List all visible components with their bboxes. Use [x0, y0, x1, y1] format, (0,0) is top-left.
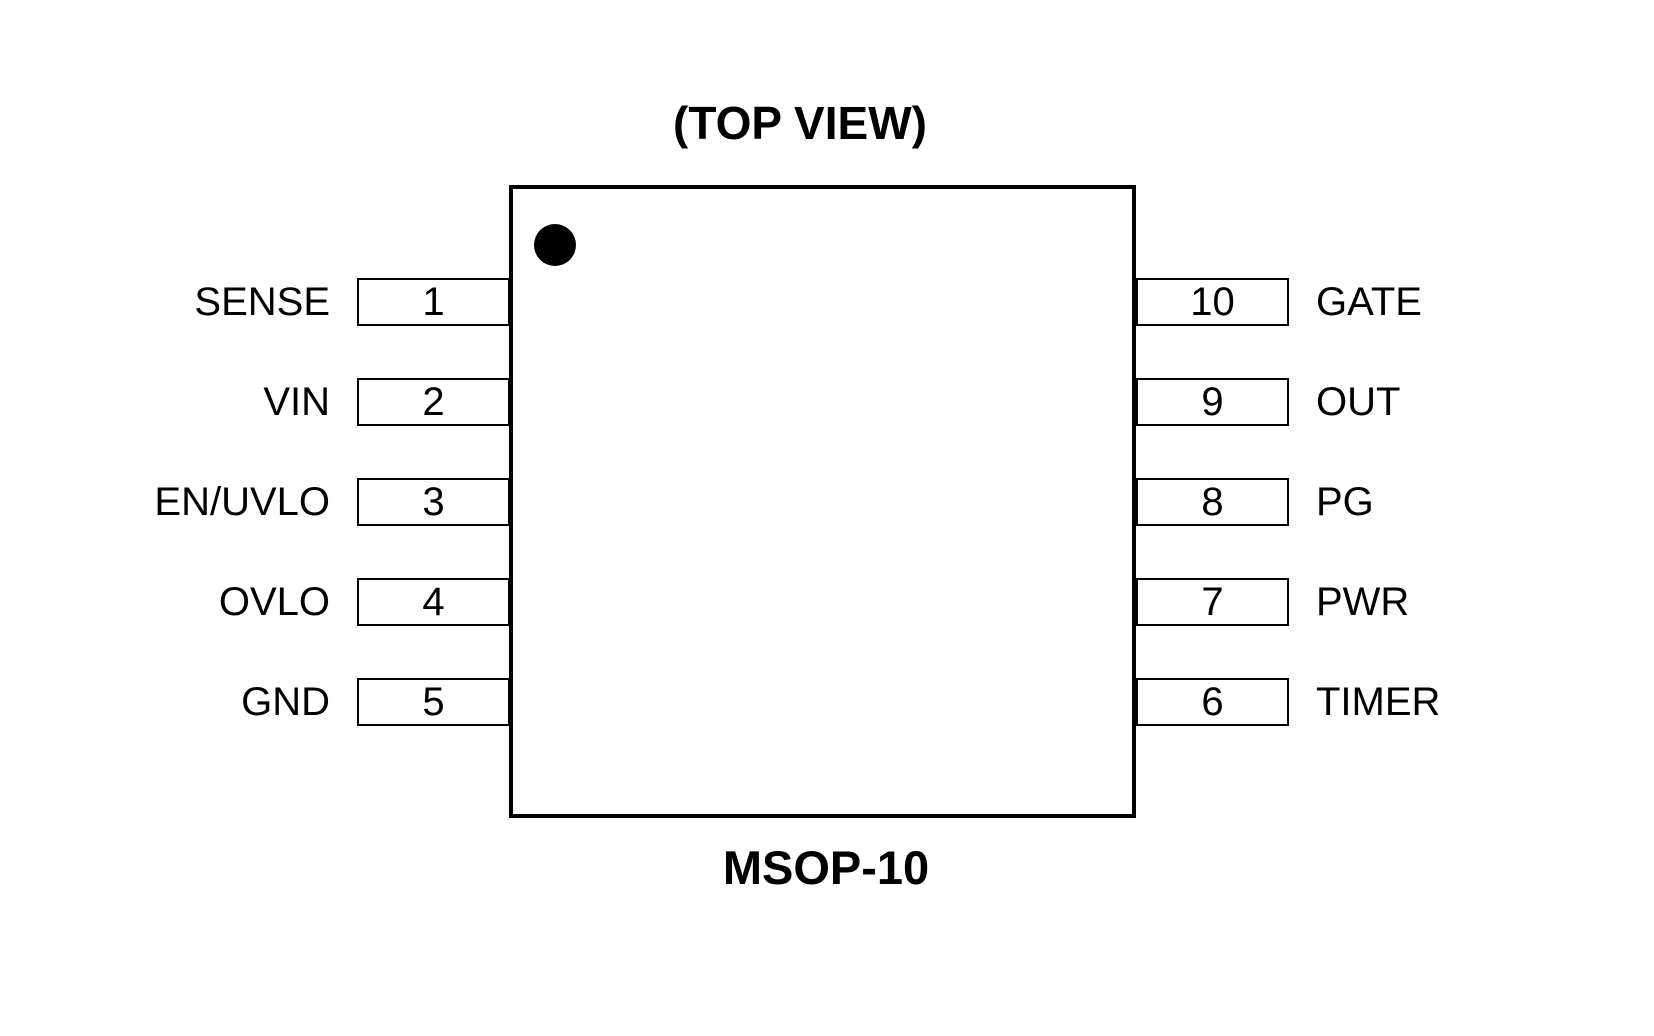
pin-box-6: 6: [1136, 678, 1289, 726]
pin-number-5: 5: [422, 680, 445, 724]
chip-body: [509, 185, 1136, 818]
pin-number-1: 1: [422, 280, 445, 324]
pin-box-10: 10: [1136, 278, 1289, 326]
pin-label-gate: GATE: [1316, 280, 1422, 324]
pin-number-2: 2: [422, 380, 445, 424]
pin-label-timer: TIMER: [1316, 680, 1441, 724]
pin-number-7: 7: [1201, 580, 1224, 624]
pin-label-vin: VIN: [263, 380, 330, 424]
pin-label-gnd: GND: [241, 680, 330, 724]
diagram-title: (TOP VIEW): [673, 97, 927, 149]
pin-label-en-uvlo: EN/UVLO: [154, 480, 330, 524]
pin-number-8: 8: [1201, 480, 1224, 524]
pin-box-4: 4: [357, 578, 510, 626]
pin-box-8: 8: [1136, 478, 1289, 526]
pin-label-ovlo: OVLO: [218, 580, 330, 624]
pin-box-1: 1: [357, 278, 510, 326]
pin1-indicator-dot: [534, 224, 576, 266]
pin-box-5: 5: [357, 678, 510, 726]
pin-label-pg: PG: [1316, 480, 1374, 524]
pin-box-9: 9: [1136, 378, 1289, 426]
pin-number-10: 10: [1190, 280, 1235, 324]
pin-label-pwr: PWR: [1316, 580, 1410, 624]
pin-number-6: 6: [1201, 680, 1224, 724]
pin-box-7: 7: [1136, 578, 1289, 626]
pin-label-sense: SENSE: [194, 280, 330, 324]
pin-box-3: 3: [357, 478, 510, 526]
package-name: MSOP-10: [722, 841, 930, 894]
pin-number-3: 3: [422, 480, 445, 524]
pin-label-out: OUT: [1316, 380, 1401, 424]
pin-number-9: 9: [1201, 380, 1224, 424]
pin-box-2: 2: [357, 378, 510, 426]
pin-number-4: 4: [422, 580, 445, 624]
